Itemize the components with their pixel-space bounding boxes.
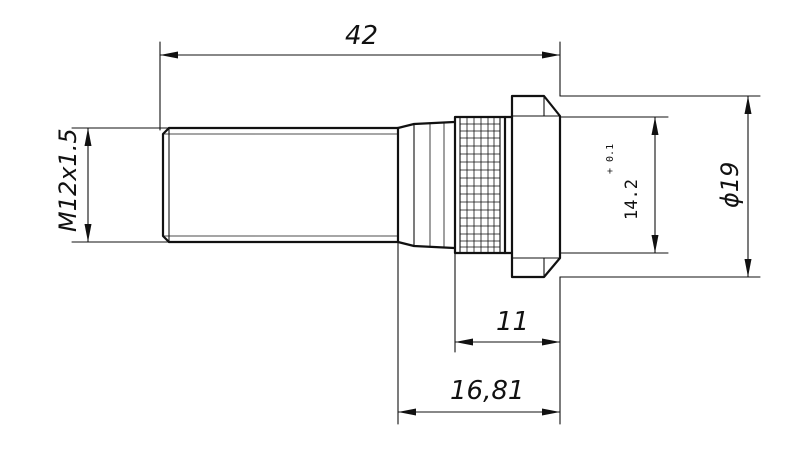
knurl-tolerance-label: + 0.1 bbox=[605, 144, 616, 174]
bolt-part bbox=[161, 94, 562, 279]
overall-length-label: 42 bbox=[345, 21, 378, 51]
dimension-knurl-diameter: 14.2 + 0.1 bbox=[559, 116, 669, 254]
knurled-section bbox=[453, 115, 507, 255]
dimension-overall-length: 42 bbox=[159, 21, 561, 131]
dimension-thread: M12x1.5 bbox=[54, 127, 170, 243]
dimension-collar-length: 16,81 bbox=[397, 241, 561, 425]
knurl-diameter-label: 14.2 bbox=[622, 179, 642, 220]
thread-label: M12x1.5 bbox=[54, 128, 82, 232]
dimension-head-length: 11 bbox=[454, 252, 561, 353]
flange-diameter-label: ϕ19 bbox=[716, 162, 744, 208]
dimension-flange-diameter: ϕ19 bbox=[559, 95, 761, 278]
head-length-label: 11 bbox=[496, 307, 529, 337]
collar-length-label: 16,81 bbox=[450, 376, 524, 406]
collar bbox=[396, 120, 456, 250]
threaded-shank bbox=[161, 126, 400, 244]
flange-head bbox=[503, 94, 562, 279]
